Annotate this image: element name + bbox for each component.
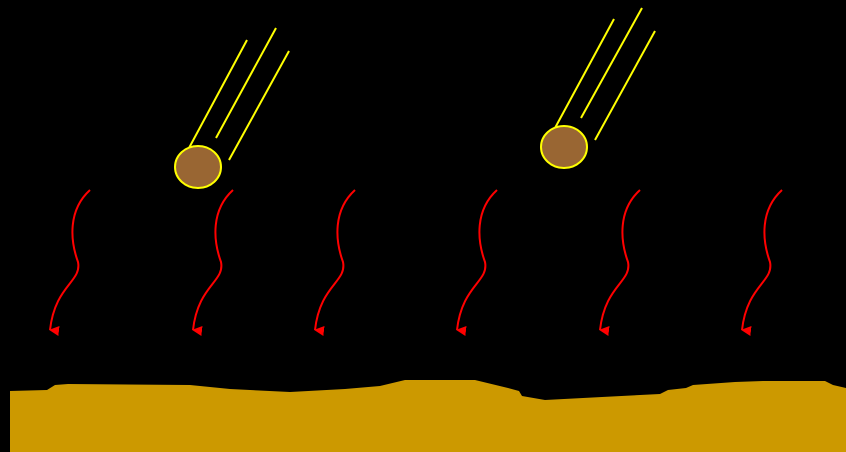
ground-surface — [10, 380, 846, 452]
meteor-rock-icon — [541, 126, 587, 168]
meteor-rock-icon — [175, 146, 221, 188]
